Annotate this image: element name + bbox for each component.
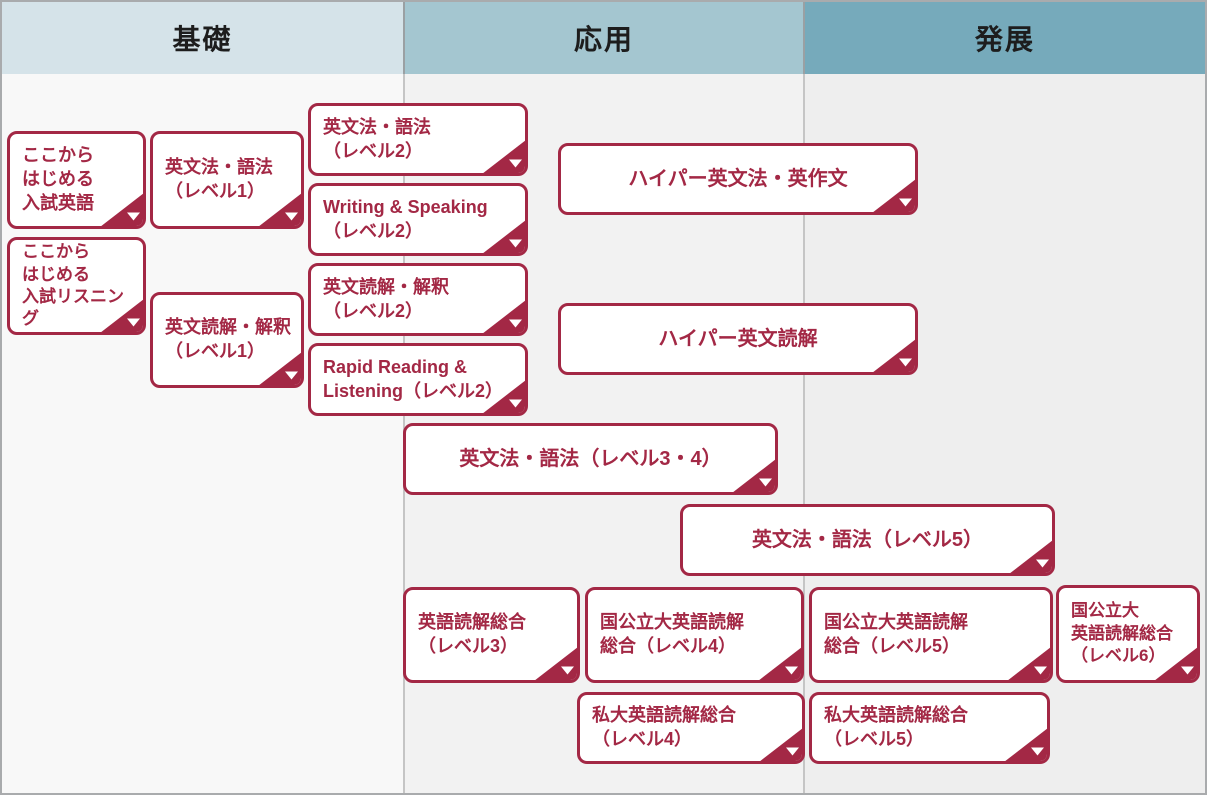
- level-header-row: 基礎 応用 発展: [2, 2, 1205, 74]
- course-box-label: ハイパー英文法・英作文: [628, 167, 848, 190]
- course-box-kokkoritsu-dokkai-sogo-lv5[interactable]: 国公立大英語読解 総合（レベル5）: [809, 587, 1053, 683]
- course-box-label: 英語読解総合 （レベル3）: [418, 612, 526, 656]
- corner-arrow-icon: [483, 300, 525, 333]
- course-grid: ここから はじめる 入試英語 ここから はじめる 入試リスニング 英文法・語法 …: [2, 74, 1205, 793]
- corner-arrow-icon: [873, 179, 915, 212]
- course-box-label: Rapid Reading & Listening（レベル2）: [323, 356, 504, 401]
- corner-arrow-icon: [483, 220, 525, 253]
- corner-arrow-icon: [759, 647, 801, 680]
- corner-arrow-icon: [483, 140, 525, 173]
- course-box-rapid-reading-listening-lv2[interactable]: Rapid Reading & Listening（レベル2）: [308, 343, 528, 416]
- corner-arrow-icon: [101, 299, 143, 332]
- course-box-shidai-dokkai-sogo-lv5[interactable]: 私大英語読解総合 （レベル5）: [809, 692, 1050, 764]
- course-box-label: 私大英語読解総合 （レベル4）: [592, 705, 736, 749]
- course-box-writing-speaking-lv2[interactable]: Writing & Speaking （レベル2）: [308, 183, 528, 256]
- corner-arrow-icon: [873, 339, 915, 372]
- course-box-kokokara-nyushi-eigo[interactable]: ここから はじめる 入試英語: [7, 131, 146, 229]
- corner-arrow-icon: [760, 728, 802, 761]
- course-box-label: ここから はじめる 入試リスニング: [22, 242, 124, 329]
- corner-arrow-icon: [1155, 647, 1197, 680]
- corner-arrow-icon: [733, 459, 775, 492]
- course-box-kokokara-nyushi-listening[interactable]: ここから はじめる 入試リスニング: [7, 237, 146, 335]
- course-box-eibunpo-goho-lv1[interactable]: 英文法・語法 （レベル1）: [150, 131, 304, 229]
- course-box-label: 国公立大 英語読解総合 （レベル6）: [1071, 601, 1173, 666]
- corner-arrow-icon: [535, 647, 577, 680]
- course-box-eibunpo-goho-lv3-4[interactable]: 英文法・語法（レベル3・4）: [403, 423, 778, 495]
- course-box-label: 英文法・語法（レベル5）: [751, 528, 984, 551]
- corner-arrow-icon: [259, 352, 301, 385]
- course-box-label: ここから はじめる 入試英語: [22, 145, 94, 213]
- course-box-eibunpo-goho-lv5[interactable]: 英文法・語法（レベル5）: [680, 504, 1055, 576]
- course-box-label: 英文法・語法 （レベル2）: [323, 116, 431, 161]
- corner-arrow-icon: [1010, 540, 1052, 573]
- header-oyo: 応用: [403, 2, 803, 74]
- course-box-hyper-eibunpo-eisakubun[interactable]: ハイパー英文法・英作文: [558, 143, 918, 215]
- course-box-eibundokkai-kaishaku-lv2[interactable]: 英文読解・解釈 （レベル2）: [308, 263, 528, 336]
- course-box-eibunpo-goho-lv2[interactable]: 英文法・語法 （レベル2）: [308, 103, 528, 176]
- course-box-label: 英文法・語法（レベル3・4）: [459, 447, 722, 470]
- corner-arrow-icon: [1005, 728, 1047, 761]
- course-box-label: 国公立大英語読解 総合（レベル4）: [600, 612, 744, 656]
- course-box-kokkoritsu-dokkai-sogo-lv6[interactable]: 国公立大 英語読解総合 （レベル6）: [1056, 585, 1200, 683]
- corner-arrow-icon: [101, 193, 143, 226]
- header-kiso: 基礎: [2, 2, 403, 74]
- course-box-label: 英文読解・解釈 （レベル1）: [165, 317, 291, 361]
- course-box-label: 私大英語読解総合 （レベル5）: [824, 705, 968, 749]
- corner-arrow-icon: [483, 380, 525, 413]
- course-box-kokkoritsu-dokkai-sogo-lv4[interactable]: 国公立大英語読解 総合（レベル4）: [585, 587, 804, 683]
- corner-arrow-icon: [1008, 647, 1050, 680]
- header-hatten: 発展: [803, 2, 1205, 74]
- course-box-label: 英文読解・解釈 （レベル2）: [323, 276, 449, 321]
- course-box-label: 英文法・語法 （レベル1）: [165, 157, 273, 201]
- course-box-hyper-eibundokkai[interactable]: ハイパー英文読解: [558, 303, 918, 375]
- course-box-label: 国公立大英語読解 総合（レベル5）: [824, 612, 968, 656]
- course-box-eibundokkai-kaishaku-lv1[interactable]: 英文読解・解釈 （レベル1）: [150, 292, 304, 388]
- course-box-label: ハイパー英文読解: [658, 327, 818, 350]
- course-box-eigodokkai-sogo-lv3[interactable]: 英語読解総合 （レベル3）: [403, 587, 580, 683]
- corner-arrow-icon: [259, 193, 301, 226]
- course-box-shidai-dokkai-sogo-lv4[interactable]: 私大英語読解総合 （レベル4）: [577, 692, 805, 764]
- course-box-label: Writing & Speaking （レベル2）: [323, 196, 488, 241]
